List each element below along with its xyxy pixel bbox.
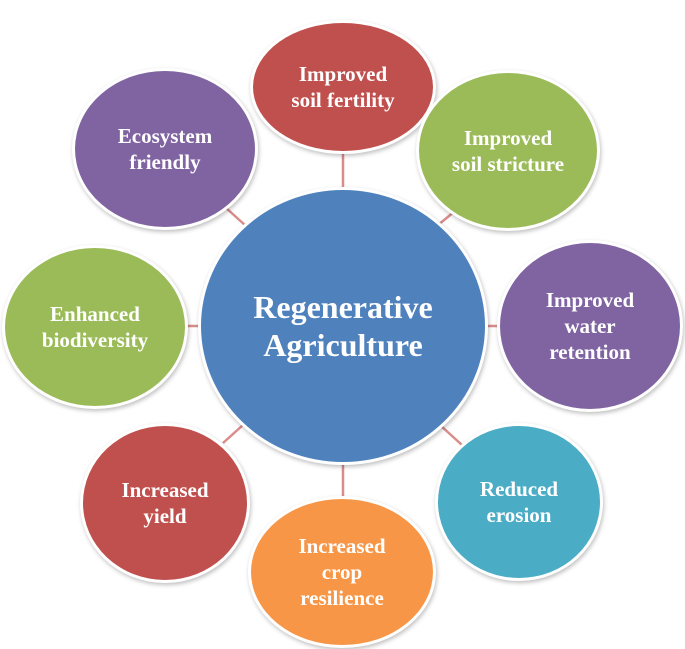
node-increased-yield: Increased yield	[80, 423, 250, 583]
connector-increased-yield	[222, 424, 244, 444]
center-node-regenerative-agriculture: Regenerative Agriculture	[198, 187, 488, 465]
node-label: Improved soil fertility	[291, 62, 395, 112]
node-label: Increased crop resilience	[298, 534, 386, 610]
node-improved-water-retention: Improved water retention	[497, 240, 683, 412]
node-reduced-erosion: Reduced erosion	[435, 423, 603, 581]
node-label: Improved water retention	[545, 288, 635, 364]
node-label: Reduced erosion	[479, 477, 559, 527]
node-improved-soil-fertility: Improved soil fertility	[250, 20, 436, 154]
center-label: Regenerative Agriculture	[253, 289, 433, 363]
connector-ecosystem-friendly	[224, 206, 247, 227]
connector-reduced-erosion	[439, 424, 463, 446]
node-improved-soil-stricture: Improved soil stricture	[416, 70, 600, 231]
node-label: Ecosystem friendly	[117, 124, 213, 174]
node-enhanced-biodiversity: Enhanced biodiversity	[2, 245, 188, 409]
node-label: Enhanced biodiversity	[41, 302, 149, 352]
node-label: Increased yield	[121, 478, 209, 528]
node-label: Improved soil stricture	[451, 125, 565, 176]
node-increased-crop-resilience: Increased crop resilience	[248, 496, 436, 648]
node-ecosystem-friendly: Ecosystem friendly	[72, 68, 258, 230]
